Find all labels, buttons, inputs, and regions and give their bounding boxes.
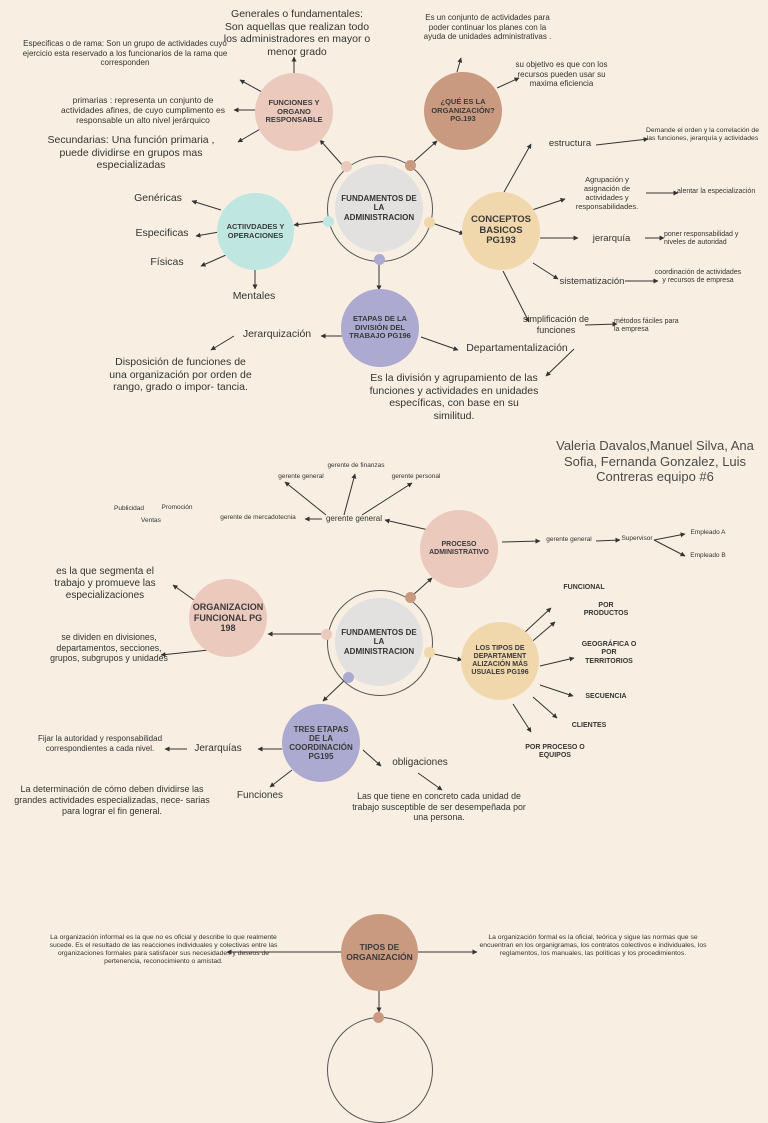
connector-dot <box>321 629 332 640</box>
text-publicidad: Publicidad <box>114 505 144 512</box>
text-organizacion-def: Es un conjunto de actividades para poder… <box>423 13 552 42</box>
text-fisicas: Físicas <box>150 256 184 268</box>
text-empleado-a: Empleado A <box>690 529 726 536</box>
text-funcional-def2: se dividen en divisiones, departamentos,… <box>50 632 168 664</box>
text-promocion: Promoción <box>161 504 193 511</box>
text-tipo-productos: POR PRODUCTOS <box>583 602 629 618</box>
mind-map-canvas: FUNDAMENTOS DE LA ADMINISTRACION FUNCION… <box>14 8 759 1123</box>
connector-dot <box>405 592 416 603</box>
text-gerente-general-top: gerente general <box>278 473 324 480</box>
authors-text: Valeria Davalos,Manuel Silva, Ana Sofia,… <box>556 438 754 485</box>
text-primarias: primarias : representa un conjunto de ac… <box>61 95 225 126</box>
text-gerente-personal: gerente personal <box>391 473 441 480</box>
node-conceptos-basicos[interactable]: CONCEPTOS BASICOS PG193 <box>462 192 540 270</box>
text-sistematizacion: sistematización <box>559 276 625 287</box>
connector-lines <box>160 56 686 1013</box>
text-mentales: Mentales <box>232 290 276 302</box>
text-sistematizacion-def: coordinación de actividades y recursos d… <box>654 269 742 285</box>
text-gerente-general-left: gerente general <box>325 514 383 523</box>
node-organizacion-funcional[interactable]: ORGANIZACION FUNCIONAL PG 198 <box>189 579 267 657</box>
connector-dot <box>424 217 435 228</box>
text-especificas: Especificas <box>135 227 189 239</box>
connector-dot <box>374 254 385 265</box>
text-especificas-rama: Especificas o de rama: Son un grupo de a… <box>22 39 228 68</box>
text-gerente-general-right: gerente general <box>546 536 592 543</box>
node-proceso-administrativo[interactable]: PROCESO ADMINISTRATIVO <box>420 510 498 588</box>
connector-dot <box>424 647 435 658</box>
node-que-es-organizacion[interactable]: ¿QUÉ ES LA ORGANIZACIÓN? PG.193 <box>424 72 502 150</box>
text-tipo-proceso: POR PROCESO O EQUIPOS <box>525 744 585 760</box>
text-empleado-b: Empleado B <box>690 552 726 559</box>
connector-dot <box>405 160 416 171</box>
central-node-1[interactable]: FUNDAMENTOS DE LA ADMINISTRACION <box>335 164 423 252</box>
text-jerarquizacion-def: Disposición de funciones de una organiza… <box>109 356 252 394</box>
text-gerente-mercadotecnia: gerente de mercadotecnia <box>220 514 296 521</box>
text-tipo-secuencia: SECUENCIA <box>585 693 627 700</box>
connector-dot <box>373 1012 384 1023</box>
text-ventas: Ventas <box>141 517 161 524</box>
text-funcional-def1: es la que segmenta el trabajo y promueve… <box>54 566 156 601</box>
text-agrupacion: Agrupación y asignación de actividades y… <box>575 175 639 211</box>
text-organizacion-informal: La organización informal es la que no es… <box>49 934 278 966</box>
text-obligaciones: obligaciones <box>392 757 448 768</box>
text-secundarias: Secundarias: Una función primaria , pued… <box>47 134 215 172</box>
text-generales: Generales o fundamentales: Son aquellas … <box>223 8 371 58</box>
text-jerarquias: Jerarquías <box>194 743 242 754</box>
node-funciones-organo[interactable]: FUNCIONES Y ORGANO RESPONSABLE <box>255 73 333 151</box>
text-departamentalizacion-def: Es la división y agrupamiento de las fun… <box>369 372 539 422</box>
text-gerente-finanzas: gerente de finanzas <box>327 462 385 469</box>
connector-dot <box>341 161 352 172</box>
text-jerarquia: jerarquía <box>592 233 631 244</box>
central-node-2[interactable]: FUNDAMENTOS DE LA ADMINISTRACION <box>335 598 423 686</box>
text-departamentalizacion: Departamentalización <box>466 342 568 354</box>
connector-dot <box>323 216 334 227</box>
text-genericas: Genéricas <box>134 192 182 204</box>
node-tipos-departamentalizacion[interactable]: LOS TIPOS DE DEPARTAMENT ALIZACIÓN MÁS U… <box>461 622 539 700</box>
text-estructura: estructura <box>548 138 592 149</box>
text-tipo-geografica: GEOGRÁFICA O POR TERRITORIOS <box>581 641 637 665</box>
text-obligaciones-def: Las que tiene en concreto cada unidad de… <box>352 791 526 823</box>
text-jerarquias-def: Fijar la autoridad y responsabilidad cor… <box>37 734 163 753</box>
text-organizacion-formal: La organización formal es la oficial, te… <box>479 934 707 958</box>
text-jerarquizacion: Jerarquización <box>242 328 312 340</box>
text-agrupacion-def: alentar la especialización <box>677 188 756 195</box>
text-simplificacion: simplificación de funciones <box>522 314 590 335</box>
node-actividades-operaciones[interactable]: ACTIIVDADES Y OPERACIONES <box>217 193 294 270</box>
connector-dot <box>343 672 354 683</box>
core-ring-2 <box>327 590 433 696</box>
text-tipo-clientes: CLIENTES <box>571 722 607 729</box>
text-organizacion-objetivo: su objetivo es que con los recursos pued… <box>515 60 608 89</box>
text-simplificacion-def: métodos fáciles para la empresa <box>614 318 679 334</box>
node-tipos-organizacion[interactable]: TIPOS DE ORGANIZACIÓN <box>341 914 418 991</box>
text-supervisor: Supervisor <box>621 535 653 542</box>
node-etapas-division[interactable]: ETAPAS DE LA DIVISIÓN DEL TRABAJO PG196 <box>341 289 419 367</box>
text-funciones: Funciones <box>236 790 284 801</box>
text-estructura-def: Demande el orden y la correlación de las… <box>646 127 759 143</box>
text-funciones-def: La determinación de cómo deben dividirse… <box>14 784 210 816</box>
core-ring-3-partial <box>327 1017 433 1123</box>
text-tipo-funcional: FUNCIONAL <box>563 584 605 591</box>
node-tres-etapas-coordinacion[interactable]: TRES ETAPAS DE LA COORDINACIÓN PG195 <box>282 704 360 782</box>
text-jerarquia-def: poner responsabilidad y niveles de autor… <box>664 231 739 247</box>
